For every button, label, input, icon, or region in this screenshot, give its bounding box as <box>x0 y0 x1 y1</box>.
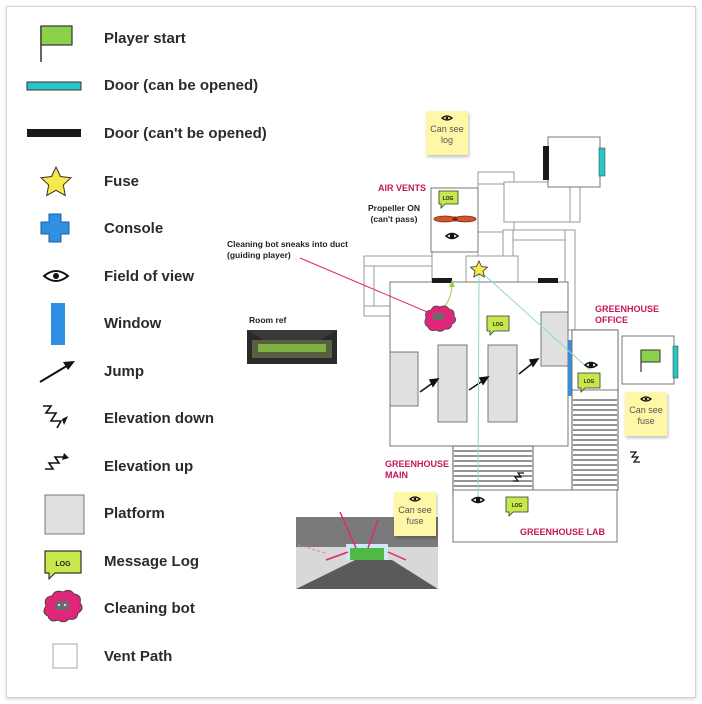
vent-paths <box>363 171 581 331</box>
window <box>568 340 574 396</box>
sticky-note-can-see-fuse-office: Can see fuse <box>625 392 667 436</box>
door-closed <box>432 278 452 283</box>
log-label: LOG <box>493 322 504 328</box>
door-open <box>598 147 606 177</box>
sticky-note-line2: log <box>440 135 453 145</box>
legend-label-platform: Platform <box>104 505 165 522</box>
screenshot-reference-image <box>296 511 438 589</box>
legend-label-door-closed: Door (can't be opened) <box>104 125 267 142</box>
greenhouse-main-label-line1: GREENHOUSE <box>385 459 450 469</box>
legend-label-cleaning-bot: Cleaning bot <box>104 600 195 617</box>
air-vents-label: AIR VENTS <box>378 183 427 193</box>
vent-path-segment <box>502 229 576 241</box>
cleaning-bot-note: Cleaning bot sneaks into duct (guiding p… <box>227 239 348 261</box>
start-flag-icon <box>640 349 661 372</box>
legend-label-door-open: Door (can be opened) <box>104 77 259 94</box>
map-log-icons: LOG LOG LOG LOG <box>438 190 601 517</box>
vent-path-segment <box>503 181 581 223</box>
platform <box>487 344 518 423</box>
log-label: LOG <box>443 196 454 202</box>
fuse-star <box>469 260 489 278</box>
legend-label-window: Window <box>104 315 162 332</box>
legend-label-console: Console <box>104 220 164 237</box>
log-label: LOG <box>512 503 523 509</box>
eye-icon <box>639 396 653 402</box>
legend-label-elevation-up: Elevation up <box>104 458 194 475</box>
message-log-icon-text: LOG <box>55 561 71 568</box>
room-ref-label: Room ref <box>249 315 287 325</box>
vent-path-segment <box>564 229 576 331</box>
legend-label-jump: Jump <box>104 363 145 380</box>
sticky-note-line2: fuse <box>406 516 424 526</box>
legend-label-message-log: Message Log <box>104 553 200 570</box>
sticky-note-can-see-log: Can see log <box>426 111 468 155</box>
legend-label-player-start: Player start <box>104 30 186 47</box>
vent-path-segment <box>477 171 515 185</box>
platforms <box>389 311 569 423</box>
legend-label-fuse: Fuse <box>104 173 140 190</box>
vent-path-segment <box>569 181 581 223</box>
platform <box>540 311 569 367</box>
eye-icon <box>408 496 422 502</box>
vent-path-segment <box>363 305 393 317</box>
cleaning-bot-note-line2: (guiding player) <box>227 250 291 260</box>
platform <box>437 344 468 423</box>
sticky-note-can-see-fuse-main: Can see fuse <box>394 492 436 536</box>
propeller-note-line2: (can't pass) <box>370 214 418 224</box>
sticky-note-line1: Can see <box>629 405 663 415</box>
sticky-note-line1: Can see <box>430 124 464 134</box>
legend-label-field-of-view: Field of view <box>104 268 195 285</box>
door-open <box>672 345 679 379</box>
legend-label-elevation-down: Elevation down <box>104 410 215 427</box>
elevation-up-icon <box>513 472 524 482</box>
door-closed <box>543 146 549 180</box>
greenhouse-office-label: GREENHOUSE OFFICE <box>595 304 659 326</box>
annotation-pointer <box>299 257 433 315</box>
platform <box>389 351 419 407</box>
cleaning-bot <box>424 305 456 332</box>
greenhouse-lab-label: GREENHOUSE LAB <box>520 527 606 537</box>
top-right-room <box>543 136 606 188</box>
sight-lines <box>477 269 591 501</box>
propeller-note: Propeller ON (can't pass) <box>368 203 420 225</box>
greenhouse-main-label-line2: MAIN <box>385 470 408 480</box>
log-label: LOG <box>584 379 595 385</box>
sticky-note-line2: fuse <box>637 416 655 426</box>
propeller-icon <box>433 215 477 223</box>
map-eye-icons <box>444 232 599 504</box>
greenhouse-office-label-line1: GREENHOUSE <box>595 304 660 314</box>
vent-path-segment <box>363 255 433 267</box>
door-closed <box>538 278 558 283</box>
legend-label-vent-path: Vent Path <box>104 648 173 665</box>
greenhouse-office-label-line2: OFFICE <box>595 315 628 325</box>
sticky-note-line1: Can see <box>398 505 432 515</box>
cleaning-bot-note-line1: Cleaning bot sneaks into duct <box>227 239 348 249</box>
greenhouse-main-label: GREENHOUSE MAIN <box>385 459 449 481</box>
eye-icon <box>440 115 454 121</box>
room-ref-image <box>247 330 337 364</box>
propeller-note-line1: Propeller ON <box>368 203 420 213</box>
jump-arrows <box>419 358 540 393</box>
stairs-main <box>452 445 534 497</box>
elevation-down-icon <box>630 451 640 463</box>
